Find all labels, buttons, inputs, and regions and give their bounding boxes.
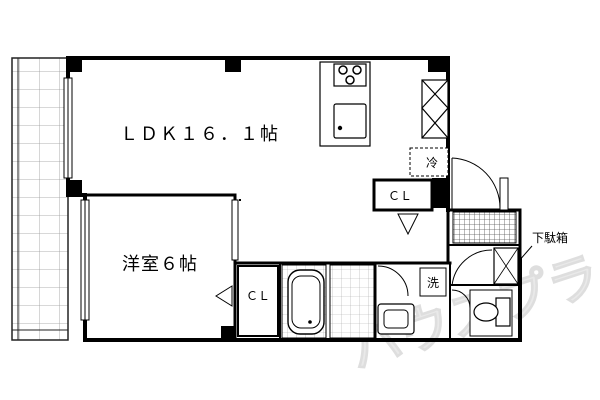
closet-bedroom-label: ＣＬ — [246, 289, 270, 303]
entrance-floor — [452, 211, 517, 244]
washer-label: 洗 — [427, 276, 439, 290]
stove-top — [333, 63, 367, 87]
columns — [68, 58, 450, 340]
closet-kitchen-label: ＣＬ — [388, 189, 412, 203]
western-room-label: 洋室６帖 — [122, 254, 198, 275]
ldk-label: ＬＤＫ１６．１帖 — [120, 124, 280, 145]
shoe-cabinet: 下駄箱 — [493, 230, 568, 285]
washer-space — [419, 267, 447, 297]
toilet-bowl — [473, 302, 499, 322]
washroom: 洗 — [377, 265, 447, 335]
burner-icon — [352, 65, 362, 75]
hall-door-swing — [451, 249, 493, 287]
closet-bedroom: ＣＬ — [215, 265, 279, 337]
refrigerator-space: 冷 — [409, 147, 449, 177]
sink — [333, 103, 367, 139]
windows — [63, 77, 239, 321]
wash-basin — [377, 303, 415, 335]
drain-icon — [308, 320, 312, 324]
burner-icon — [338, 65, 348, 75]
closet-kitchen: ＣＬ — [372, 178, 434, 236]
drain-icon — [337, 125, 343, 131]
toilet-room — [451, 289, 513, 337]
storage-cabinet — [421, 79, 449, 139]
shoe-cabinet-label: 下駄箱 — [532, 230, 568, 245]
refrigerator-label: 冷 — [426, 156, 438, 170]
bathtub — [287, 269, 325, 335]
kitchen-counter — [319, 61, 371, 147]
entry-door — [451, 157, 509, 211]
burner-icon — [345, 75, 355, 85]
balcony — [11, 57, 69, 341]
bathroom — [281, 264, 375, 339]
